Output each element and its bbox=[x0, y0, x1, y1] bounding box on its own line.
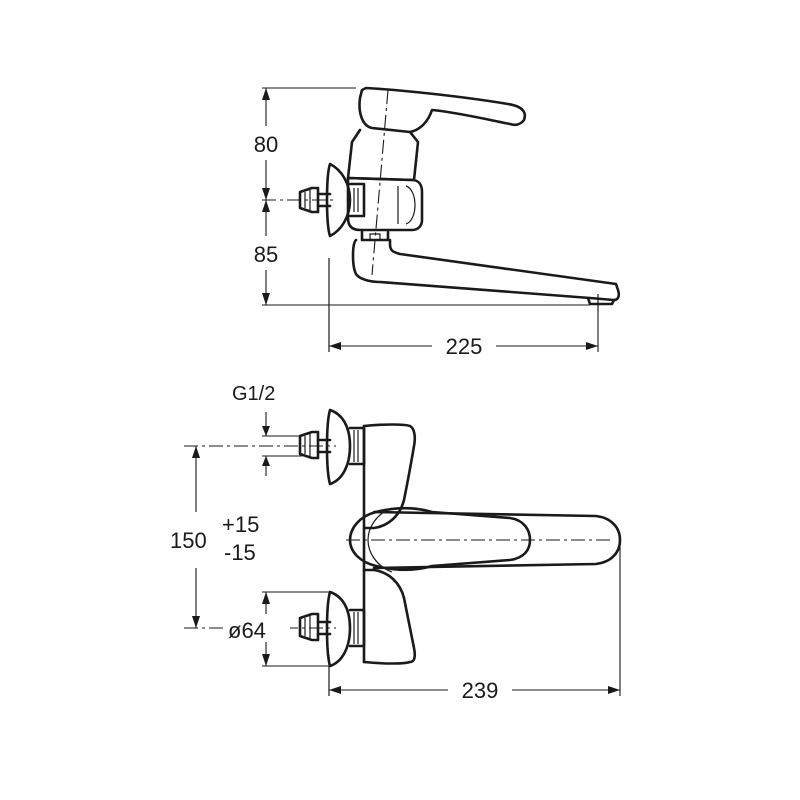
top-centres-arrow-top bbox=[192, 446, 200, 458]
top-centres-tol-plus: +15 bbox=[222, 512, 259, 537]
top-view: G1/2 150 +15 -15 ø64 239 bbox=[168, 383, 622, 704]
top-inlet-lower-detail bbox=[304, 616, 311, 638]
side-dim-225-label: 225 bbox=[446, 334, 483, 359]
side-valve-housing bbox=[346, 176, 424, 232]
top-nut-upper-thread bbox=[353, 430, 359, 462]
side-label-80-mask bbox=[244, 126, 288, 160]
side-spout bbox=[351, 238, 621, 302]
top-arrow-right bbox=[608, 686, 620, 694]
side-label-85-mask bbox=[244, 236, 288, 270]
side-cartridge-body bbox=[346, 128, 420, 182]
top-arrow-left bbox=[329, 686, 341, 694]
side-connector-nut bbox=[348, 182, 366, 218]
side-lever-handle bbox=[358, 86, 527, 134]
side-arrow-bottom bbox=[262, 293, 270, 305]
top-inlet-fitting-lower bbox=[298, 612, 320, 642]
top-mixer-body bbox=[362, 423, 417, 530]
top-label-239-mask bbox=[448, 676, 512, 704]
side-dim-85-label: 85 bbox=[254, 242, 278, 267]
side-inlet-fitting bbox=[298, 186, 320, 214]
top-flange-arrow-top bbox=[262, 592, 270, 604]
top-nut-lower-thread bbox=[353, 612, 359, 644]
top-inlet-upper-detail bbox=[304, 434, 311, 456]
side-arrow-mid-down bbox=[262, 200, 270, 212]
top-centres-arrow-bottom bbox=[192, 616, 200, 628]
side-spout-collar bbox=[360, 230, 390, 242]
side-arrow-mid-up bbox=[262, 188, 270, 200]
side-collar-screw bbox=[369, 233, 381, 241]
side-view: 80 85 225 bbox=[244, 86, 621, 360]
side-arrow-top bbox=[262, 88, 270, 100]
top-handle-inner-arc bbox=[367, 507, 393, 573]
side-dim-80-label: 80 bbox=[254, 132, 278, 157]
top-flange-label: ø64 bbox=[228, 618, 266, 643]
side-cartridge-axis bbox=[371, 89, 389, 276]
top-flange-upper bbox=[325, 408, 352, 486]
side-wall-flange bbox=[325, 162, 352, 238]
top-inlet-fitting-upper bbox=[298, 430, 320, 460]
top-nut-upper bbox=[348, 426, 366, 466]
top-nut-lower bbox=[348, 608, 366, 648]
top-thread-arrow-top bbox=[262, 426, 270, 436]
top-mixer-body-lower bbox=[362, 568, 417, 665]
side-spout-aerator bbox=[586, 296, 616, 306]
top-flange-arrow-bottom bbox=[262, 654, 270, 666]
side-housing-detail bbox=[397, 185, 416, 225]
side-arrow-right bbox=[586, 342, 598, 350]
top-centres-label: 150 bbox=[170, 528, 207, 553]
top-spout bbox=[372, 510, 622, 570]
top-centres-tol-minus: -15 bbox=[224, 540, 256, 565]
top-centres-label-mask bbox=[168, 512, 274, 568]
side-label-225-mask bbox=[432, 332, 496, 360]
top-dim-239-label: 239 bbox=[462, 678, 499, 703]
top-flange-lower bbox=[325, 590, 352, 668]
side-arrow-left bbox=[329, 342, 341, 350]
top-thread-arrow-bottom bbox=[262, 456, 270, 466]
side-connector-thread bbox=[353, 188, 359, 212]
top-flange-label-mask bbox=[226, 614, 290, 642]
top-thread-label: G1/2 bbox=[232, 383, 275, 405]
